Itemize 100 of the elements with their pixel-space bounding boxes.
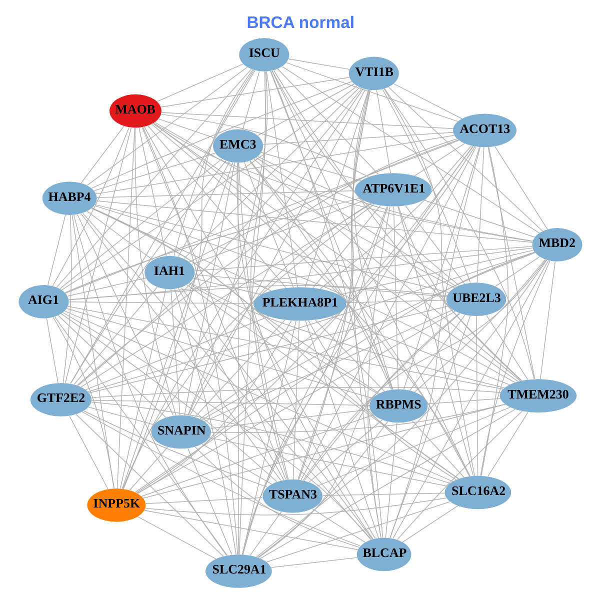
node-ellipse: UBE2L3 <box>446 282 506 316</box>
connector <box>90 402 450 484</box>
connector <box>402 146 480 390</box>
connector <box>87 252 535 392</box>
connector <box>208 437 447 486</box>
connector <box>351 90 381 538</box>
connector <box>170 288 180 416</box>
connector <box>67 306 503 390</box>
connector <box>122 88 364 490</box>
connector <box>270 70 392 390</box>
connector <box>122 69 253 490</box>
node-ellipse: VTI1B <box>348 56 398 90</box>
connector <box>95 135 454 194</box>
connector <box>60 313 277 482</box>
connector <box>300 146 476 480</box>
connector <box>136 320 292 494</box>
connector <box>266 71 298 288</box>
connector <box>257 421 388 558</box>
connector <box>160 76 350 108</box>
connector <box>62 214 72 384</box>
connector <box>128 446 168 490</box>
connector <box>288 58 350 70</box>
connector <box>116 128 135 489</box>
connector <box>154 122 454 288</box>
connector <box>173 70 254 256</box>
connector <box>266 501 450 562</box>
connector <box>186 71 268 416</box>
connector <box>136 516 216 560</box>
connector <box>476 316 478 476</box>
connector <box>422 200 535 238</box>
connector <box>414 143 465 176</box>
diagram-title: BRCA normal <box>246 13 354 32</box>
connector <box>68 248 532 300</box>
connector <box>188 283 378 394</box>
connector <box>480 260 550 476</box>
connector <box>237 162 239 555</box>
node-ellipse: GTF2E2 <box>30 383 91 416</box>
connector <box>194 246 532 272</box>
connector <box>86 66 248 186</box>
connector <box>138 127 166 256</box>
connector <box>210 404 506 433</box>
connector <box>308 420 382 482</box>
node-ellipse: MBD2 <box>532 228 582 262</box>
connector <box>156 64 244 102</box>
connector <box>144 498 446 516</box>
connector <box>392 206 398 390</box>
connector <box>82 212 371 540</box>
node-ellipse: PLEKHA8P1 <box>252 287 346 321</box>
connector <box>201 252 535 420</box>
connector <box>187 202 371 416</box>
connector <box>80 126 124 184</box>
connector <box>152 123 518 382</box>
connector <box>136 311 455 494</box>
connector <box>292 320 300 480</box>
connector <box>144 510 358 550</box>
connector <box>71 214 114 489</box>
connector <box>312 205 380 288</box>
connector <box>248 160 392 390</box>
connector <box>90 81 352 189</box>
connector <box>152 122 532 242</box>
node-ellipse: MAOB <box>109 94 161 128</box>
connector <box>384 88 534 380</box>
connector <box>73 286 158 385</box>
connector <box>76 138 457 386</box>
connector <box>258 312 460 558</box>
connector <box>199 146 475 420</box>
connector <box>64 140 459 294</box>
connector <box>244 162 294 288</box>
connector <box>54 316 227 556</box>
connector <box>88 406 154 425</box>
connector <box>68 302 254 304</box>
connector <box>186 284 459 480</box>
connector <box>134 127 176 416</box>
connector <box>83 410 268 488</box>
connector <box>249 160 470 477</box>
node-ellipse: EMC3 <box>212 129 263 163</box>
connector <box>119 288 166 489</box>
connector <box>255 157 456 287</box>
connector <box>319 145 472 290</box>
connector <box>76 214 174 416</box>
node-ellipse: SLC29A1 <box>204 554 272 588</box>
connector <box>314 320 384 392</box>
connector <box>276 68 378 174</box>
connector <box>96 190 355 198</box>
connector <box>487 146 535 380</box>
connector <box>376 90 390 174</box>
connector <box>192 278 261 295</box>
connector <box>134 252 535 493</box>
connector <box>88 306 448 394</box>
connector <box>393 83 462 120</box>
connector <box>238 162 288 480</box>
connector <box>282 66 540 234</box>
connector <box>426 398 500 404</box>
connector <box>66 308 373 399</box>
connector <box>476 146 484 283</box>
connector <box>271 70 470 477</box>
node-ellipse: INPP5K <box>86 488 146 522</box>
connector <box>194 446 359 548</box>
connector <box>297 206 388 480</box>
connector <box>52 126 129 286</box>
